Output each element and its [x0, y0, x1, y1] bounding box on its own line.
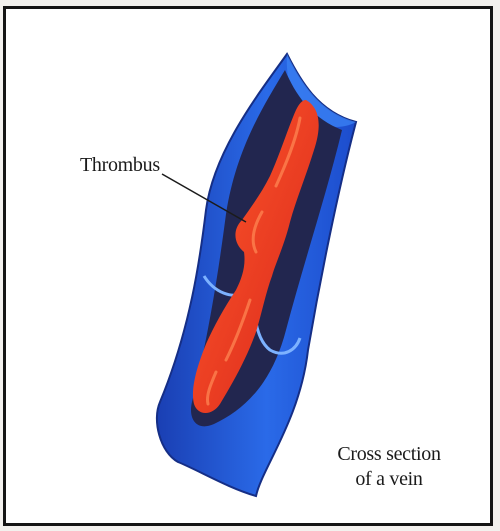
caption-line-1: Cross section [330, 442, 448, 467]
thrombus-label: Thrombus [80, 154, 160, 177]
caption-line-2: of a vein [330, 467, 448, 492]
figure-caption: Cross section of a vein [330, 442, 448, 492]
